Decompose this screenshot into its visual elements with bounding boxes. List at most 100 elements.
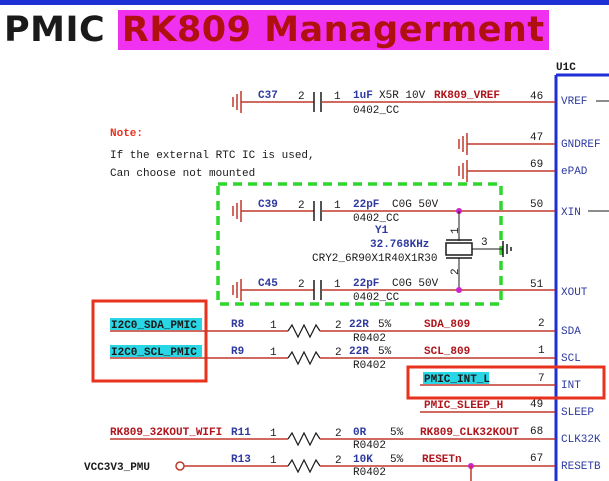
net-label-i2c-sda: I2C0_SDA_PMIC — [111, 320, 197, 332]
c39-ref: C39 — [258, 199, 278, 211]
gnd-symbol — [502, 241, 512, 257]
net-label-pmic-sleep: PMIC_SLEEP_H — [424, 400, 503, 412]
net-label-pmic-int: PMIC_INT_L — [424, 374, 490, 386]
c39-value: 22pF — [353, 199, 379, 211]
pin-name-epad: ePAD — [561, 166, 588, 178]
pin-name-resetb: RESETB — [561, 461, 601, 473]
r8-footprint: R0402 — [353, 333, 386, 345]
capacitor-c37-symbol — [313, 92, 322, 112]
r8-tol: 5% — [378, 319, 392, 331]
c39-footprint: 0402_CC — [353, 213, 400, 225]
net-highlight — [423, 372, 489, 384]
int-highlight-box — [406, 365, 606, 400]
c45-pin1: 1 — [334, 279, 341, 291]
crystal-y1-body — [445, 242, 473, 256]
y1-part: CRY2_6R90X1R40X1R30 — [312, 253, 437, 265]
pin-name-xin: XIN — [561, 207, 581, 219]
r13-tol: 5% — [390, 454, 404, 466]
r13-pin1: 1 — [270, 455, 277, 467]
pin-num-1: 1 — [538, 345, 545, 357]
page-title: PMIC RK809 Managerment — [4, 9, 549, 51]
resistor-r11-symbol — [287, 431, 321, 447]
c37-ref: C37 — [258, 90, 278, 102]
chip-refdes: U1C — [556, 62, 576, 74]
c39-spec: C0G 50V — [392, 199, 439, 211]
pin-num-47: 47 — [530, 132, 543, 144]
pin-num-67: 67 — [530, 453, 543, 465]
net-label-vref: RK809_VREF — [434, 90, 500, 102]
y1-freq: 32.768KHz — [370, 239, 429, 251]
pin-name-sleep: SLEEP — [561, 407, 594, 419]
r8-pin2: 2 — [335, 320, 342, 332]
r9-footprint: R0402 — [353, 360, 386, 372]
r9-pin1: 1 — [270, 347, 277, 359]
c45-value: 22pF — [353, 278, 379, 290]
r11-ref: R11 — [231, 427, 251, 439]
net-label-i2c-scl: I2C0_SCL_PMIC — [111, 347, 197, 359]
c37-pin2: 2 — [298, 91, 305, 103]
i2c-highlight-box — [91, 299, 208, 383]
net-label-scl-809: SCL_809 — [424, 346, 470, 358]
pin-name-xout: XOUT — [561, 287, 588, 299]
c37-spec: X5R 10V — [379, 90, 426, 102]
pin-name-scl: SCL — [561, 353, 581, 365]
r8-ref: R8 — [231, 319, 245, 331]
c45-footprint: 0402_CC — [353, 292, 400, 304]
r13-footprint: R0402 — [353, 467, 386, 479]
pin-num-49: 49 — [530, 399, 543, 411]
r13-ref: R13 — [231, 454, 251, 466]
net-label-vcc: VCC3V3_PMU — [84, 462, 150, 474]
y1-pin3: 3 — [481, 237, 488, 249]
note-heading: Note: — [110, 128, 143, 140]
r8-pin1: 1 — [270, 320, 277, 332]
c37-pin1: 1 — [334, 91, 341, 103]
pin-num-68: 68 — [530, 426, 543, 438]
note-line-1: If the external RTC IC is used, — [110, 150, 315, 162]
pin-name-vref: VREF — [561, 96, 587, 108]
r11-footprint: R0402 — [353, 440, 386, 452]
resistor-r8-symbol — [287, 323, 321, 339]
net-label-clk32k: RK809_CLK32KOUT — [420, 427, 519, 439]
r11-value: 0R — [353, 427, 367, 439]
c37-footprint: 0402_CC — [353, 105, 400, 117]
r13-value: 10K — [353, 454, 373, 466]
pin-num-69: 69 — [530, 159, 543, 171]
pin-num-2: 2 — [538, 318, 545, 330]
gnd-symbol — [232, 91, 242, 113]
net-label-resetn: RESETn — [422, 454, 462, 466]
gnd-symbol — [458, 133, 468, 155]
pin-num-7: 7 — [538, 373, 545, 385]
c45-pin2: 2 — [298, 279, 305, 291]
title-prefix: PMIC — [4, 10, 118, 50]
pin-name-gndref: GNDREF — [561, 139, 601, 151]
net-highlight — [110, 318, 202, 330]
pin-name-sda: SDA — [561, 326, 581, 338]
y1-pin1: 1 — [450, 227, 462, 234]
r8-value: 22R — [349, 319, 369, 331]
c45-spec: C0G 50V — [392, 278, 439, 290]
title-highlight: RK809 Managerment — [117, 10, 549, 50]
c37-value: 1uF — [353, 90, 373, 102]
r9-value: 22R — [349, 346, 369, 358]
pin-name-int: INT — [561, 380, 581, 392]
r11-tol: 5% — [390, 427, 404, 439]
capacitor-c39-symbol — [313, 201, 322, 221]
capacitor-c45-symbol — [313, 280, 322, 300]
resistor-r9-symbol — [287, 350, 321, 366]
note-line-2: Can choose not mounted — [110, 168, 255, 180]
r11-pin1: 1 — [270, 428, 277, 440]
pin-num-46: 46 — [530, 91, 543, 103]
y1-pin2: 2 — [450, 268, 462, 275]
crystal-optional-box — [216, 182, 503, 306]
pin-name-clk32k: CLK32K — [561, 434, 601, 446]
resistor-r13-symbol — [287, 458, 321, 474]
top-border — [0, 0, 609, 5]
junction-dot — [456, 287, 462, 293]
net-label-sda-809: SDA_809 — [424, 319, 470, 331]
y1-ref: Y1 — [375, 225, 389, 237]
r11-pin2: 2 — [335, 428, 342, 440]
r13-pin2: 2 — [335, 455, 342, 467]
pin-num-50: 50 — [530, 199, 543, 211]
power-port-circle — [175, 461, 185, 471]
